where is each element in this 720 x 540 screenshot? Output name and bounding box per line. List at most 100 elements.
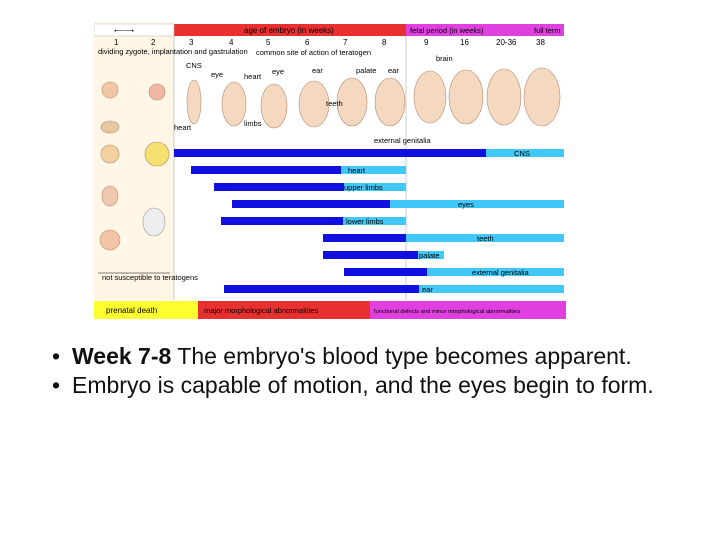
bar-palate-light bbox=[418, 251, 444, 259]
illustration-labels: common site of action of teratogen CNS e… bbox=[174, 48, 453, 145]
embryo-week3 bbox=[186, 79, 202, 125]
bar-label-lower-limbs: lower limbs bbox=[346, 217, 384, 226]
label-ear-2: ear bbox=[388, 66, 399, 75]
bar-label-cns: CNS bbox=[514, 149, 530, 158]
embryo-drawing-4 bbox=[101, 185, 119, 207]
bar-upper-limbs-dark bbox=[214, 183, 344, 191]
bar-palate-dark bbox=[323, 251, 418, 259]
early-embryo-drawings bbox=[99, 81, 170, 251]
bar-teeth-light bbox=[406, 234, 564, 242]
bar-label-external-genitalia: external genitalia bbox=[472, 268, 530, 277]
diagram-svg: ⟵⟶ age of embryo (in weeks) fetal period… bbox=[94, 22, 566, 321]
week-3: 3 bbox=[189, 38, 194, 47]
embryo-stage-drawings bbox=[186, 67, 561, 129]
bar-label-eyes: eyes bbox=[458, 200, 474, 209]
embryo-drawing-5 bbox=[142, 207, 166, 237]
week-numbers: 1 2 3 4 5 6 7 8 9 16 20-36 38 bbox=[114, 38, 545, 47]
footer-prenatal-death: prenatal death bbox=[106, 306, 157, 315]
week-8: 8 bbox=[382, 38, 387, 47]
bullet-2-text: Embryo is capable of motion, and the eye… bbox=[72, 372, 654, 398]
header-full-term: full term bbox=[534, 26, 561, 35]
embryo-drawing-3 bbox=[144, 141, 170, 167]
bar-teeth-dark bbox=[323, 234, 406, 242]
week-16: 16 bbox=[460, 38, 469, 47]
bar-label-ear: ear bbox=[422, 285, 433, 294]
week-20-36: 20-36 bbox=[496, 38, 517, 47]
week-6: 6 bbox=[305, 38, 310, 47]
week-1: 1 bbox=[114, 38, 119, 47]
bullet-item-1: Week 7-8 The embryo's blood type becomes… bbox=[52, 343, 692, 370]
left-annotation-bottom: not susceptible to teratogens bbox=[102, 273, 198, 282]
footer-prenatal-death-cell bbox=[94, 301, 198, 319]
label-external-genitalia: external genitalia bbox=[374, 136, 432, 145]
embryo-drawing-2 bbox=[100, 144, 120, 164]
zygote-drawing-2 bbox=[148, 83, 166, 101]
embryo-week8 bbox=[374, 77, 406, 127]
zygote-drawing-1 bbox=[101, 81, 119, 99]
label-limbs: limbs bbox=[244, 119, 262, 128]
label-palate: palate bbox=[356, 66, 376, 75]
embryo-drawing-6 bbox=[99, 229, 121, 251]
embryo-week4 bbox=[221, 81, 247, 127]
footer-major-cell bbox=[198, 301, 370, 319]
week-5: 5 bbox=[266, 38, 271, 47]
bar-ear-light bbox=[419, 285, 564, 293]
left-annotation-top-line: dividing zygote, implantation and gastru… bbox=[98, 47, 248, 56]
fetus-week38 bbox=[523, 67, 561, 127]
bullet-item-2: Embryo is capable of motion, and the eye… bbox=[52, 372, 692, 399]
embryo-week5 bbox=[260, 83, 288, 129]
week-4: 4 bbox=[229, 38, 234, 47]
embryo-week6 bbox=[298, 80, 330, 128]
bar-genitalia-light bbox=[427, 268, 564, 276]
bullet-1-text: The embryo's blood type becomes apparent… bbox=[171, 343, 632, 369]
bar-lower-limbs-light bbox=[343, 217, 406, 225]
label-common-sites: common site of action of teratogen bbox=[256, 48, 371, 57]
header-arrow: ⟵⟶ bbox=[114, 28, 134, 35]
week-9: 9 bbox=[424, 38, 429, 47]
bar-heart-light bbox=[341, 166, 406, 174]
week-2: 2 bbox=[151, 38, 156, 47]
label-cns: CNS bbox=[186, 61, 202, 70]
fetus-week9 bbox=[413, 70, 447, 124]
bar-eyes-dark bbox=[232, 200, 390, 208]
header-fetal-label: fetal period (in weeks) bbox=[410, 26, 484, 35]
bar-heart-dark bbox=[191, 166, 341, 174]
label-heart-2: heart bbox=[174, 123, 192, 132]
bar-label-heart: heart bbox=[348, 166, 366, 175]
organ-bars: CNS heart upper limbs eyes lower limbs t… bbox=[174, 149, 564, 294]
bar-eyes-light bbox=[390, 200, 564, 208]
week-7: 7 bbox=[343, 38, 348, 47]
bar-ear-dark bbox=[224, 285, 419, 293]
bar-upper-limbs-light bbox=[344, 183, 406, 191]
footer-major: major morphological abnormalities bbox=[204, 306, 318, 315]
left-annotation-top: dividing zygote, implantation and gastru… bbox=[98, 47, 248, 56]
label-brain: brain bbox=[436, 54, 453, 63]
header-left-cell bbox=[94, 23, 175, 37]
bar-cns-light bbox=[486, 149, 564, 157]
label-ear: ear bbox=[312, 66, 323, 75]
label-teeth: teeth bbox=[326, 99, 343, 108]
embryo-week7 bbox=[336, 77, 368, 127]
footer-functional: functional defects and minor morphologic… bbox=[374, 309, 520, 315]
left-annotation-bottom-line: not susceptible to teratogens bbox=[102, 273, 198, 282]
fetus-week16 bbox=[448, 69, 484, 125]
label-heart: heart bbox=[244, 72, 262, 81]
header-fetal-bar bbox=[406, 24, 564, 36]
bar-label-teeth: teeth bbox=[477, 234, 494, 243]
header-embryo-bar bbox=[174, 24, 406, 36]
bar-label-upper-limbs: upper limbs bbox=[344, 183, 383, 192]
week-38: 38 bbox=[536, 38, 545, 47]
label-eye-2: eye bbox=[272, 67, 284, 76]
bar-lower-limbs-dark bbox=[221, 217, 343, 225]
label-eye: eye bbox=[211, 70, 223, 79]
bar-label-palate: palate bbox=[419, 251, 439, 260]
bar-cns-dark bbox=[174, 149, 486, 157]
bullet-list: Week 7-8 The embryo's blood type becomes… bbox=[52, 343, 692, 401]
header-embryo-label: age of embryo (in weeks) bbox=[244, 26, 334, 35]
bullet-1-bold: Week 7-8 bbox=[72, 343, 172, 369]
teratogen-critical-periods-diagram: ⟵⟶ age of embryo (in weeks) fetal period… bbox=[94, 22, 566, 321]
bar-genitalia-dark bbox=[344, 268, 427, 276]
footer-functional-cell bbox=[370, 301, 566, 319]
embryo-drawing-1 bbox=[100, 120, 120, 134]
